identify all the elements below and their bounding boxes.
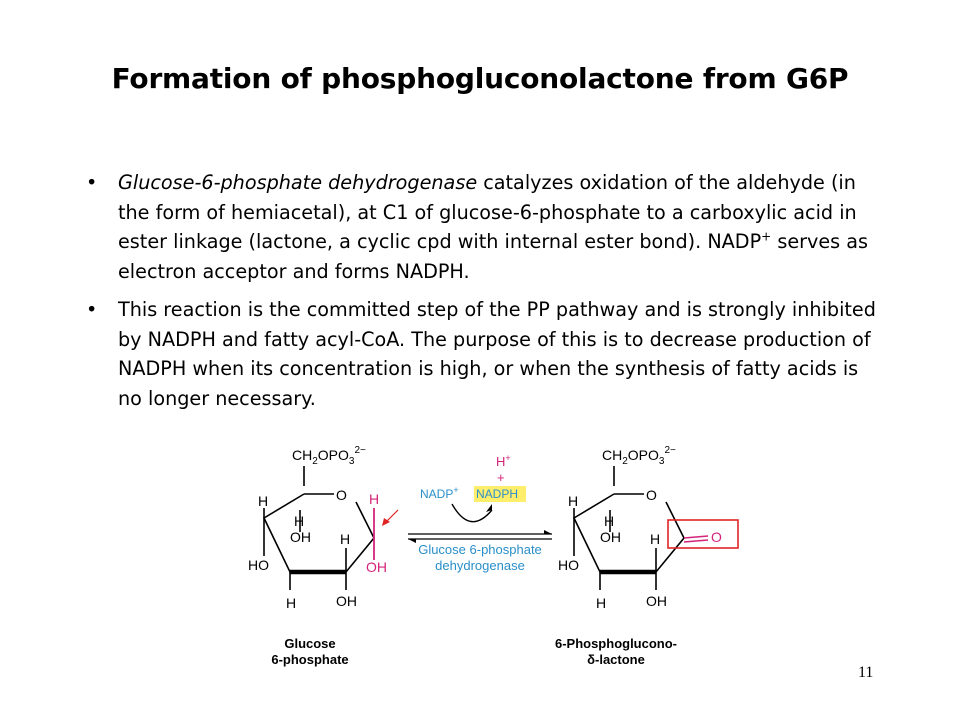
left-h-c2: H [340, 531, 350, 547]
right-h-bottom: H [596, 595, 606, 611]
proton-label: H+ [496, 453, 511, 469]
bullet-item: • Glucose-6-phosphate dehydrogenase cata… [84, 168, 884, 286]
reaction-diagram: CH2OPO32− O H H OH H HO H OH H OH H+ + N… [248, 445, 739, 667]
bullet-dot: • [86, 171, 98, 194]
nadp-in-label: NADP+ [420, 485, 459, 501]
slide-title: Formation of phosphogluconolactone from … [111, 62, 849, 95]
bullet-text-b: serves as electron acceptor and forms NA… [118, 230, 869, 283]
left-oh-c2: OH [336, 593, 357, 609]
bullet-dot: • [86, 298, 98, 321]
carbonyl-oxygen: O [711, 529, 722, 545]
right-molecule-name-2: δ-lactone [587, 652, 645, 667]
left-h-top: H [258, 493, 268, 509]
left-oh-c4: OH [290, 529, 311, 545]
phosphogluconolactone-structure: CH2OPO32− O H H OH H HO H OH O [558, 445, 739, 611]
plus-label: + [497, 470, 505, 485]
right-molecule-name-1: 6-Phosphoglucono- [555, 636, 677, 651]
right-h-c3: H [604, 513, 614, 529]
bullet-text-a: catalyzes oxidation of the aldehyde (in … [118, 171, 857, 253]
left-top-group: CH2OPO32− [292, 445, 366, 467]
left-ho: HO [248, 557, 269, 573]
nadph-highlight [474, 486, 526, 502]
bullet-item: • This reaction is the committed step of… [84, 295, 884, 413]
right-oh-c4: OH [600, 529, 621, 545]
left-oh-c1: OH [366, 559, 387, 575]
glucose-6-phosphate-structure: CH2OPO32− O H H OH H HO H OH H OH [248, 445, 399, 611]
enzyme-label-2: dehydrogenase [435, 558, 525, 573]
bullet-sup: + [761, 229, 772, 244]
bullet-text: This reaction is the committed step of t… [118, 298, 876, 410]
enzyme-label-1: Glucose 6-phosphate [418, 542, 542, 557]
bullet-list: • Glucose-6-phosphate dehydrogenase cata… [84, 168, 884, 422]
right-top-group: CH2OPO32− [602, 445, 676, 467]
right-ho: HO [558, 557, 579, 573]
nadph-out-label: NADPH [476, 487, 518, 501]
right-h-c2: H [650, 531, 660, 547]
left-ring-oxygen: O [336, 487, 347, 503]
left-h-c1: H [369, 491, 379, 507]
right-h-top: H [568, 493, 578, 509]
right-ring-oxygen: O [646, 487, 657, 503]
right-oh-c2: OH [646, 593, 667, 609]
left-molecule-name-2: 6-phosphate [271, 652, 348, 667]
left-molecule-name-1: Glucose [284, 636, 335, 651]
carbonyl-highlight-box [667, 519, 739, 549]
left-h-bottom: H [286, 595, 296, 611]
reaction-arrow-group: H+ + NADP+ NADPH Glucose 6-phosphate deh… [408, 453, 552, 573]
left-h-c3: H [294, 513, 304, 529]
page-number: 11 [858, 664, 874, 681]
enzyme-name: Glucose-6-phosphate dehydrogenase [118, 171, 478, 194]
